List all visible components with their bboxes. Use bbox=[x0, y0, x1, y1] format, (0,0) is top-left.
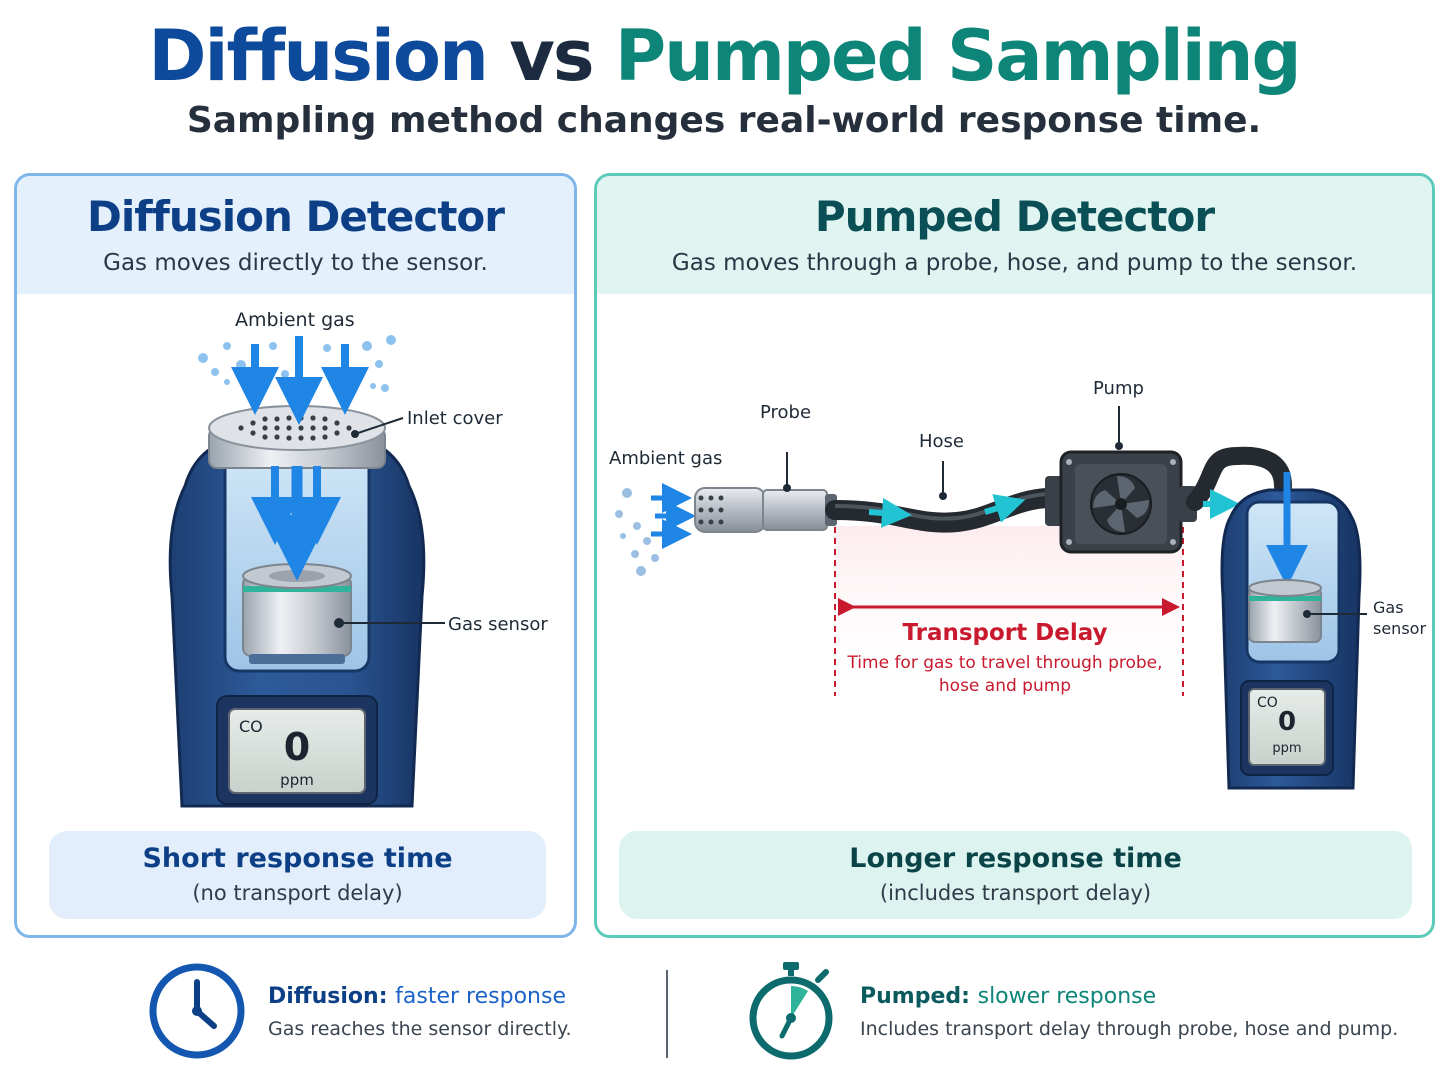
diffusion-panel-header: Diffusion Detector Gas moves directly to… bbox=[17, 176, 574, 294]
pumped-ambient-gas-particles bbox=[615, 488, 659, 576]
clock-icon bbox=[149, 963, 245, 1059]
footer-pumped-desc: Includes transport delay through probe, … bbox=[860, 1018, 1399, 1040]
footer-diffusion-desc: Gas reaches the sensor directly. bbox=[268, 1018, 572, 1040]
pumped-response-title: Longer response time bbox=[849, 843, 1182, 874]
label-gas-sensor: Gas sensor bbox=[448, 614, 548, 635]
gas-sensor-line1: Gas bbox=[1373, 598, 1404, 617]
pumped-panel: Pumped Detector Gas moves through a prob… bbox=[594, 173, 1435, 938]
footer-summary: Diffusion: faster response Gas reaches t… bbox=[0, 950, 1448, 1070]
gas-sensor-line2: sensor bbox=[1373, 619, 1427, 638]
diffusion-flow-arrows bbox=[231, 336, 369, 581]
diffusion-response-title: Short response time bbox=[142, 843, 453, 874]
footer-pumped-line: Pumped: slower response bbox=[860, 984, 1156, 1009]
transport-delay-description: Time for gas to travel through probe, ho… bbox=[847, 653, 1163, 696]
probe-inlet-arrows bbox=[651, 483, 696, 549]
label-inlet-cover: Inlet cover bbox=[407, 408, 503, 429]
lcd-value: 0 bbox=[283, 725, 311, 769]
page-subtitle: Sampling method changes real-world respo… bbox=[186, 100, 1262, 141]
pumped-response-subtitle: (includes transport delay) bbox=[879, 881, 1152, 905]
label-pump: Pump bbox=[1093, 378, 1144, 399]
diffusion-panel-title: Diffusion Detector bbox=[87, 192, 505, 241]
page-title: Diffusion vs Pumped Sampling bbox=[0, 14, 1448, 98]
title-pumped-sampling: Pumped Sampling bbox=[614, 15, 1302, 97]
pumped-panel-header: Pumped Detector Gas moves through a prob… bbox=[597, 176, 1432, 294]
pumped-label-ambient-gas: Ambient gas bbox=[609, 448, 723, 469]
pumped-lcd-value: 0 bbox=[1277, 707, 1297, 737]
lcd-unit: ppm bbox=[280, 771, 314, 789]
diffusion-response-subtitle: (no transport delay) bbox=[192, 881, 403, 905]
transport-delay-title: Transport Delay bbox=[902, 620, 1108, 646]
diffusion-panel: Diffusion Detector Gas moves directly to… bbox=[14, 173, 577, 938]
pumped-lcd-display: CO 0 ppm bbox=[1249, 689, 1325, 765]
pumped-detector-illustration bbox=[615, 406, 1367, 790]
footer-divider bbox=[666, 970, 668, 1058]
pumped-panel-title: Pumped Detector bbox=[814, 192, 1215, 241]
footer-diffusion-highlight: faster response bbox=[395, 984, 566, 1009]
lcd-gas-type: CO bbox=[239, 717, 263, 736]
pumped-lcd-unit: ppm bbox=[1272, 741, 1302, 756]
label-ambient-gas: Ambient gas bbox=[235, 309, 355, 331]
label-hose: Hose bbox=[919, 431, 964, 452]
pumped-panel-subtitle: Gas moves through a probe, hose, and pum… bbox=[671, 250, 1358, 276]
footer-pumped-highlight: slower response bbox=[977, 984, 1157, 1009]
probe-tip bbox=[694, 487, 766, 533]
stopwatch-icon bbox=[749, 962, 833, 1060]
diffusion-panel-subtitle: Gas moves directly to the sensor. bbox=[103, 250, 488, 276]
pumped-lcd-gas-type: CO bbox=[1257, 695, 1278, 711]
label-probe: Probe bbox=[760, 402, 812, 423]
footer-diffusion-key: Diffusion: bbox=[268, 984, 388, 1009]
probe-shaft bbox=[762, 489, 828, 531]
title-vs: vs bbox=[509, 15, 594, 97]
pumped-label-gas-sensor: Gas sensor bbox=[1373, 597, 1426, 639]
footer-diffusion-line: Diffusion: faster response bbox=[268, 984, 566, 1009]
diffusion-lcd-display: CO 0 ppm bbox=[229, 709, 365, 793]
footer-pumped-key: Pumped: bbox=[860, 984, 970, 1009]
diffusion-response-box: Short response time (no transport delay) bbox=[49, 831, 546, 919]
pumped-response-box: Longer response time (includes transport… bbox=[619, 831, 1412, 919]
diffusion-detector-illustration bbox=[168, 335, 445, 808]
title-diffusion: Diffusion bbox=[148, 15, 488, 97]
